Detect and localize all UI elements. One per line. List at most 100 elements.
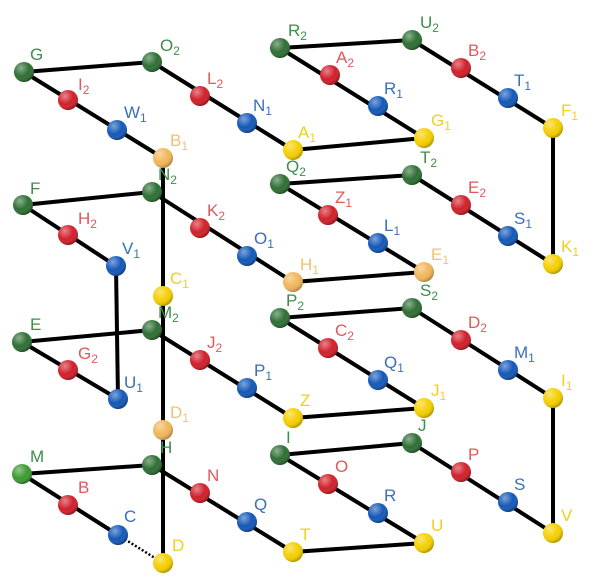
edge-O2-A1 xyxy=(150,60,295,152)
node-label-subscript: 1 xyxy=(566,379,573,393)
node-label-subscript: 1 xyxy=(267,237,274,251)
node-shading xyxy=(270,38,290,58)
node-label-subscript: 2 xyxy=(431,289,438,303)
node-shading xyxy=(12,464,32,484)
node-M2 xyxy=(142,320,162,340)
node-label-subscript: 2 xyxy=(90,217,97,231)
node-label-main: O xyxy=(254,229,267,248)
node-D1 xyxy=(153,420,173,440)
node-shading xyxy=(107,120,127,140)
node-label-subscript: 2 xyxy=(170,173,177,187)
node-shading xyxy=(106,256,126,276)
node-T2 xyxy=(402,165,422,185)
node-label-D: D xyxy=(172,536,184,555)
edge-M-H xyxy=(20,463,154,476)
node-label-main: R xyxy=(288,21,300,40)
node-B2 xyxy=(451,58,471,78)
node-label-subscript: 1 xyxy=(265,104,272,118)
node-label-main: F xyxy=(561,101,571,120)
node-shading xyxy=(414,533,434,553)
node-K2 xyxy=(190,218,210,238)
node-label-B2: B2 xyxy=(468,41,486,63)
node-label-main: T xyxy=(514,71,524,90)
edge-P2-J1 xyxy=(278,316,426,410)
node-label-subscript: 2 xyxy=(299,165,306,179)
node-shading xyxy=(142,320,162,340)
node-shading xyxy=(368,233,388,253)
edge-I-U xyxy=(278,453,426,545)
edge-J-V xyxy=(410,441,555,535)
node-label-main: H xyxy=(160,438,172,457)
node-label-main: T xyxy=(420,148,430,167)
node-label-main: I xyxy=(78,75,83,94)
node-Q1 xyxy=(368,370,388,390)
node-label-main: P xyxy=(468,445,479,464)
node-shading xyxy=(142,182,162,202)
edge-U2-F1 xyxy=(410,38,555,130)
node-shading xyxy=(402,165,422,185)
node-label-E1: E1 xyxy=(431,245,449,267)
node-label-subscript: 1 xyxy=(572,245,579,259)
node-V xyxy=(543,523,563,543)
node-label-subscript: 2 xyxy=(216,77,223,91)
node-U xyxy=(414,533,434,553)
edge-A1-G1 xyxy=(291,136,426,152)
node-label-B1: B1 xyxy=(170,131,188,153)
edge-R2-G1 xyxy=(278,46,426,140)
node-label-main: N xyxy=(253,96,265,115)
node-label-main: U xyxy=(420,13,432,32)
node-label-main: E xyxy=(468,178,479,197)
node-label-H2: H2 xyxy=(78,209,97,231)
node-shading xyxy=(153,420,173,440)
node-label-Q1: Q1 xyxy=(384,353,404,375)
node-layer xyxy=(12,30,563,573)
node-M1 xyxy=(498,360,518,380)
node-F1 xyxy=(543,118,563,138)
node-P2 xyxy=(270,308,290,328)
node-label-Z: Z xyxy=(300,391,310,410)
node-label-main: E xyxy=(431,245,442,264)
node-shading xyxy=(402,433,422,453)
node-label-main: O xyxy=(335,457,348,476)
node-D xyxy=(153,553,173,573)
node-J xyxy=(402,433,422,453)
node-I1 xyxy=(543,388,563,408)
node-label-main: N xyxy=(207,466,219,485)
node-label-main: Z xyxy=(335,188,345,207)
node-label-subscript: 2 xyxy=(218,209,225,223)
node-Z xyxy=(283,408,303,428)
node-label-main: Q xyxy=(286,157,299,176)
node-label-main: C xyxy=(170,269,182,288)
node-label-main: J xyxy=(207,333,216,352)
edge-H-T xyxy=(150,463,295,554)
node-label-L1: L1 xyxy=(384,216,400,238)
node-label-C1: C1 xyxy=(170,269,189,291)
node-L2 xyxy=(190,86,210,106)
node-label-main: R xyxy=(384,79,396,98)
node-label-subscript: 2 xyxy=(347,329,354,343)
node-shading xyxy=(283,272,303,292)
node-shading xyxy=(414,128,434,148)
node-label-G: G xyxy=(30,45,43,64)
node-label-U2: U2 xyxy=(420,13,439,35)
edge-Q2-T2 xyxy=(278,173,414,186)
node-label-subscript: 1 xyxy=(393,224,400,238)
node-label-main: E xyxy=(30,315,41,334)
node-label-main: D xyxy=(170,403,182,422)
node-label-U1: U1 xyxy=(124,373,143,395)
node-shading xyxy=(543,254,563,274)
node-C1 xyxy=(153,286,173,306)
node-J2 xyxy=(190,350,210,370)
node-Q2 xyxy=(270,174,290,194)
node-A2 xyxy=(320,65,340,85)
node-label-subscript: 1 xyxy=(397,361,404,375)
node-label-subscript: 1 xyxy=(571,109,578,123)
node-label-main: S xyxy=(514,475,525,494)
node-shading xyxy=(270,174,290,194)
node-label-main: U xyxy=(124,373,136,392)
node-N1 xyxy=(237,113,257,133)
node-V1 xyxy=(106,256,126,276)
node-shading xyxy=(543,388,563,408)
node-label-L2: L2 xyxy=(207,69,223,91)
node-K1 xyxy=(543,254,563,274)
